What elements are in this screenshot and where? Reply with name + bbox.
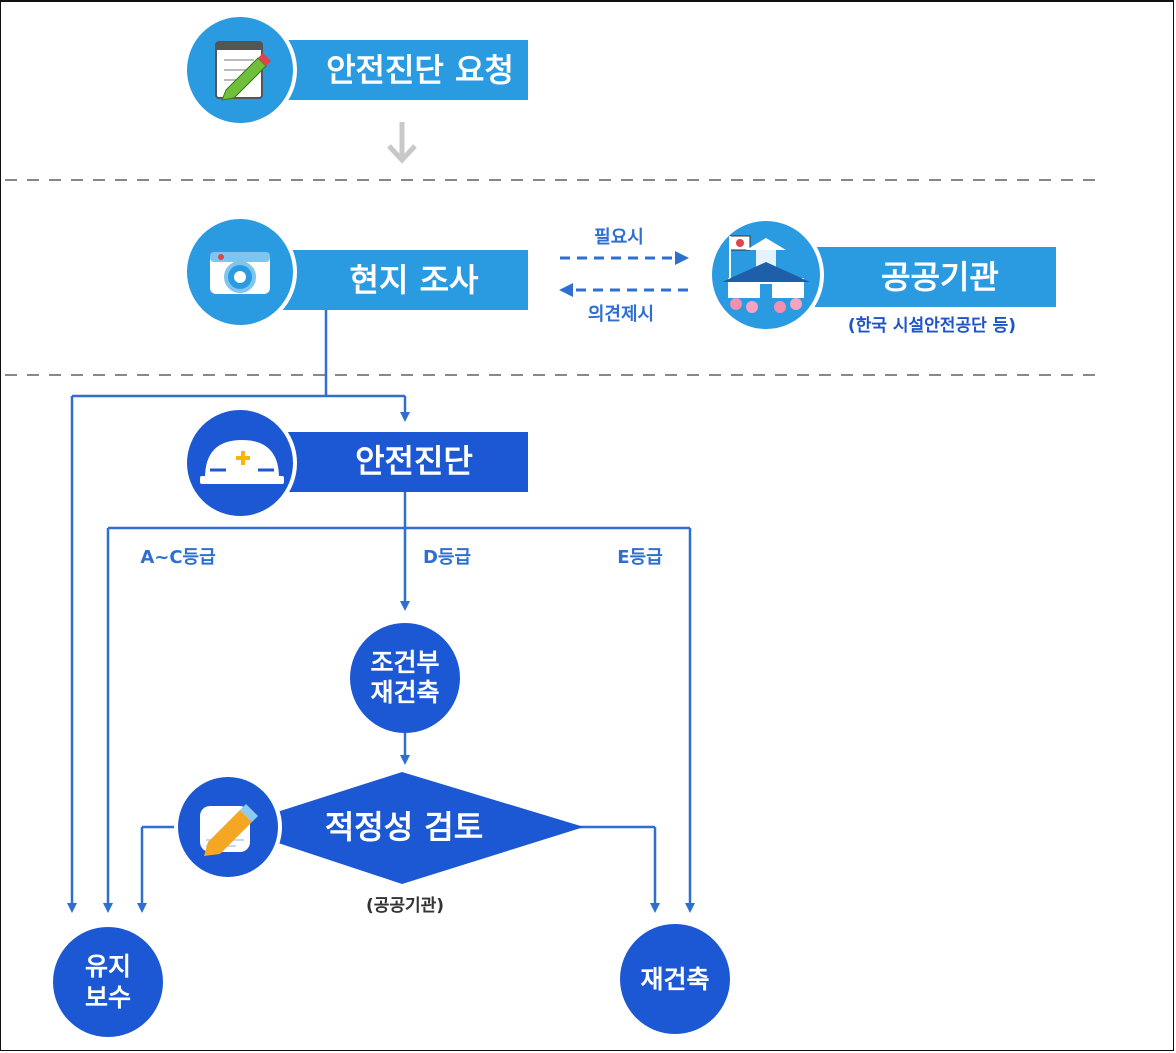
when-needed-label: 필요시 bbox=[594, 227, 644, 248]
maintenance-node: 유지 보수 bbox=[53, 927, 163, 1037]
maintenance-line-2: 보수 bbox=[85, 983, 131, 1012]
public-agency-label: 공공기관 bbox=[881, 258, 999, 296]
document-pencil-icon bbox=[215, 41, 271, 101]
grade-ac-label: A~C등급 bbox=[140, 547, 215, 568]
review-label: 적정성 검토 bbox=[325, 808, 483, 846]
opinion-label: 의견제시 bbox=[588, 304, 654, 325]
conditional-rebuild-node: 조건부 재건축 bbox=[350, 623, 460, 733]
public-agency-note: (한국 시설안전공단 등) bbox=[848, 316, 1016, 336]
maintenance-line-1: 유지 bbox=[85, 952, 131, 981]
grade-e-label: E등급 bbox=[617, 547, 662, 568]
helmet-medical-icon bbox=[200, 440, 284, 484]
conditional-line-2: 재건축 bbox=[370, 678, 439, 707]
request-step: 안전진단 요청 bbox=[183, 13, 528, 127]
pencil-notepad-icon bbox=[200, 804, 258, 856]
survey-connectors bbox=[67, 310, 410, 913]
rebuild-node: 재건축 bbox=[620, 924, 730, 1034]
gray-down-arrow bbox=[387, 122, 417, 164]
review-note: (공공기관) bbox=[366, 896, 444, 916]
exchange-arrows: 필요시 의견제시 bbox=[559, 227, 689, 325]
camera-icon bbox=[210, 252, 270, 294]
grade-branches: A~C등급 D등급 E등급 bbox=[103, 492, 695, 913]
survey-step: 현지 조사 bbox=[183, 215, 528, 329]
government-building-icon bbox=[722, 235, 810, 313]
diagnosis-label: 안전진단 bbox=[355, 442, 473, 480]
conditional-line-1: 조건부 bbox=[370, 648, 439, 677]
rebuild-label: 재건축 bbox=[640, 965, 709, 994]
public-agency-step: 공공기관 (한국 시설안전공단 등) bbox=[708, 217, 1056, 336]
survey-label: 현지 조사 bbox=[350, 261, 479, 299]
grade-d-label: D등급 bbox=[423, 547, 471, 568]
request-label: 안전진단 요청 bbox=[326, 51, 514, 89]
diagnosis-step: 안전진단 bbox=[183, 406, 528, 520]
review-step: 적정성 검토 (공공기관) bbox=[137, 772, 660, 916]
